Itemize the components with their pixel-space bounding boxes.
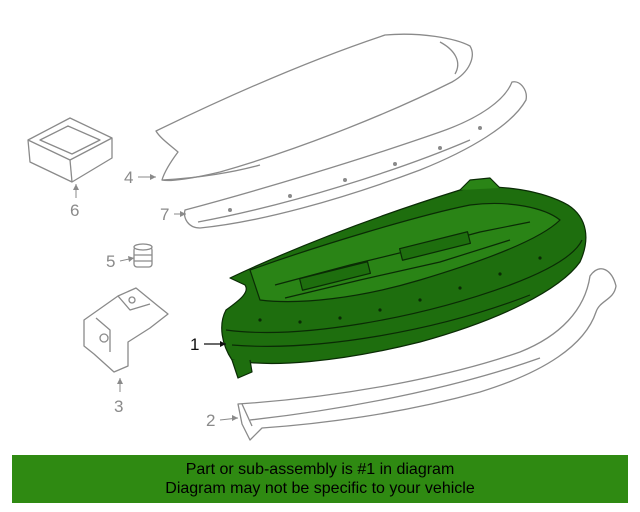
part-7-trim-strip[interactable] (183, 81, 527, 229)
callout-5[interactable]: 5 (106, 252, 115, 271)
part-4-package-tray[interactable] (155, 33, 473, 182)
part-1-trunk-floor-panel[interactable] (221, 177, 587, 379)
part-3-bracket[interactable] (83, 287, 169, 373)
callout-4[interactable]: 4 (124, 168, 133, 187)
callout-2[interactable]: 2 (206, 411, 215, 430)
banner-line-1: Part or sub-assembly is #1 in diagram (185, 461, 455, 478)
part-5-fastener[interactable] (133, 243, 153, 268)
part-2-lower-trim[interactable] (237, 268, 617, 441)
callout-7[interactable]: 7 (160, 205, 169, 224)
callout-6[interactable]: 6 (70, 201, 79, 220)
callout-1[interactable]: 1 (190, 335, 199, 354)
part-6-control-module[interactable] (27, 117, 113, 183)
banner-line-2: Diagram may not be specific to your vehi… (165, 480, 475, 497)
vehicle-fit-notice-banner: Part or sub-assembly is #1 in diagram Di… (12, 455, 628, 503)
callout-3[interactable]: 3 (114, 397, 123, 416)
exploded-parts-diagram: 1 2 3 4 5 6 7 (27, 33, 617, 441)
